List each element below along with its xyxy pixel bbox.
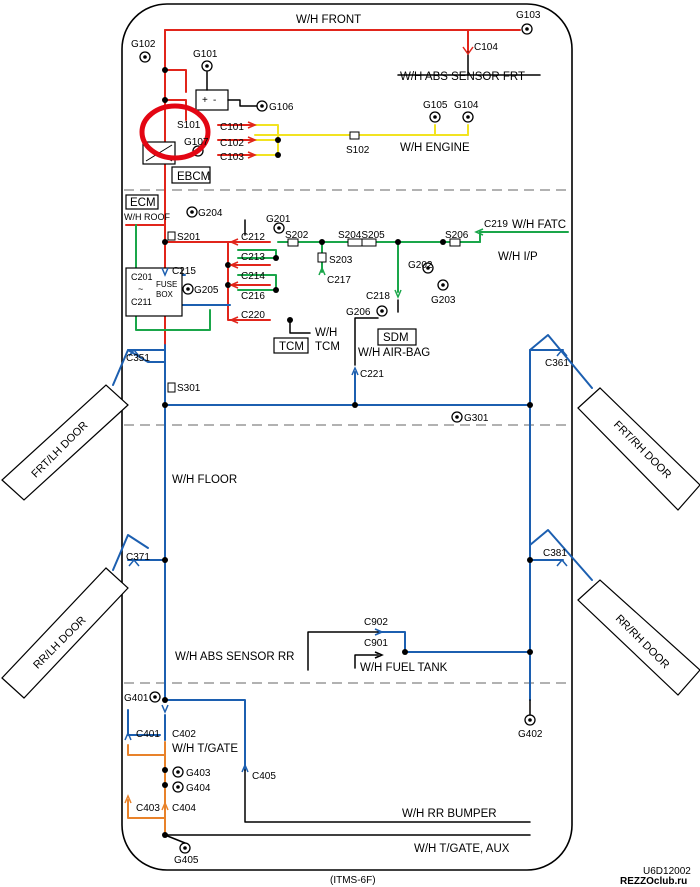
connector-c381: C381 (543, 548, 567, 559)
module-sdm: SDM (383, 332, 409, 344)
label-wh-abs-sensor-frt: W/H ABS SENSOR FRT (400, 71, 525, 83)
connector-c351: C351 (126, 353, 150, 364)
splice-s203: S203 (329, 255, 353, 266)
label-wh-tcm-2: TCM (315, 341, 340, 353)
black-wires (164, 51, 541, 836)
connector-c220: C220 (241, 310, 265, 321)
label-wh-tgate-aux: W/H T/GATE, AUX (414, 843, 510, 855)
ground-g205: G205 (194, 285, 219, 296)
ground-g204: G204 (198, 208, 223, 219)
connector-c102: C102 (220, 138, 244, 149)
splice-s201: S201 (177, 232, 201, 243)
ground-symbols (139, 23, 536, 854)
connector-c201: C201 (131, 272, 153, 282)
ground-g105: G105 (423, 100, 448, 111)
ground-g404: G404 (186, 783, 211, 794)
highlight-circle-s101 (139, 103, 211, 161)
label-wh-floor: W/H FLOOR (172, 474, 237, 486)
label-wh-fuel-tank: W/H FUEL TANK (360, 662, 448, 674)
connector-c211: C211 (131, 297, 152, 307)
label-wh-tgate: W/H T/GATE (172, 743, 238, 755)
ground-g405: G405 (174, 855, 199, 866)
door-harness-boxes (1, 334, 700, 699)
module-ecm: ECM (130, 197, 156, 209)
connector-c405: C405 (252, 771, 276, 782)
ground-g203: G203 (431, 295, 456, 306)
connector-c217: C217 (327, 275, 351, 286)
module-boxes (125, 166, 417, 354)
label-wh-fatc: W/H FATC (512, 219, 566, 231)
connector-c404: C404 (172, 803, 196, 814)
label-wh-engine: W/H ENGINE (400, 142, 470, 154)
label-wh-roof: W/H ROOF (124, 212, 170, 222)
ground-g106: G106 (269, 102, 294, 113)
splice-s102: S102 (346, 145, 370, 156)
junction-dots (162, 67, 533, 838)
splice-s206: S206 (445, 230, 469, 241)
connector-c402: C402 (172, 729, 196, 740)
splice-s301: S301 (177, 383, 201, 394)
splice-markers (167, 131, 461, 393)
vehicle-body-outline (121, 3, 573, 871)
module-tcm: TCM (279, 341, 304, 353)
connector-c902: C902 (364, 617, 388, 628)
label-wh-rr-bumper: W/H RR BUMPER (402, 808, 497, 820)
ground-g206: G206 (346, 307, 371, 318)
ground-g101: G101 (193, 49, 218, 60)
connector-arrows (124, 46, 568, 811)
orange-wires (127, 741, 166, 836)
module-ebcm: EBCM (177, 171, 210, 183)
ground-g202: G202 (408, 260, 433, 271)
ground-g402: G402 (518, 729, 543, 740)
label-wh-air-bag: W/H AIR-BAG (358, 347, 430, 359)
blue-wires (127, 274, 564, 771)
diagram-caption: (ITMS-6F) (330, 875, 376, 886)
battery-icon: + - (195, 71, 258, 111)
connector-c212: C212 (241, 232, 265, 243)
drawing-id: U6D12002 (643, 866, 691, 877)
label-wh-front: W/H FRONT (296, 14, 361, 26)
ground-g103: G103 (516, 10, 541, 21)
ground-g403: G403 (186, 768, 211, 779)
ground-g102: G102 (131, 39, 156, 50)
connector-c361: C361 (545, 358, 569, 369)
connector-c218: C218 (366, 291, 390, 302)
fuse-box-label-1: FUSE (156, 280, 177, 289)
connector-c104: C104 (474, 42, 498, 53)
connector-c216: C216 (241, 291, 265, 302)
connector-c103: C103 (220, 152, 244, 163)
label-wh-tcm-1: W/H (315, 327, 337, 339)
connector-c213: C213 (241, 252, 265, 263)
splice-s101: S101 (177, 120, 201, 131)
splice-s202: S202 (285, 230, 309, 241)
connector-c214: C214 (241, 271, 265, 282)
connector-c901: C901 (364, 638, 388, 649)
label-wh-abs-sensor-rr: W/H ABS SENSOR RR (175, 651, 295, 663)
ground-g301: G301 (464, 413, 489, 424)
ground-g201: G201 (266, 214, 291, 225)
svg-text:+: + (202, 95, 208, 106)
connector-c371: C371 (126, 552, 150, 563)
watermark: REZZOclub.ru (620, 876, 687, 887)
connector-c101: C101 (220, 122, 244, 133)
ground-g401: G401 (124, 693, 149, 704)
svg-text:-: - (213, 95, 216, 106)
connector-c403: C403 (136, 803, 160, 814)
fuse-box-label-2: BOX (156, 290, 174, 299)
connector-c215: C215 (172, 266, 196, 277)
ground-g104: G104 (454, 100, 479, 111)
label-wh-ip: W/H I/P (498, 251, 538, 263)
connector-c401: C401 (136, 729, 160, 740)
ground-g107: G107 (184, 137, 209, 148)
connector-c201-tilde: ~ (138, 284, 143, 294)
connector-c219: C219 (484, 219, 508, 230)
splice-s204s205: S204S205 (338, 230, 385, 241)
connector-c221: C221 (360, 369, 384, 380)
